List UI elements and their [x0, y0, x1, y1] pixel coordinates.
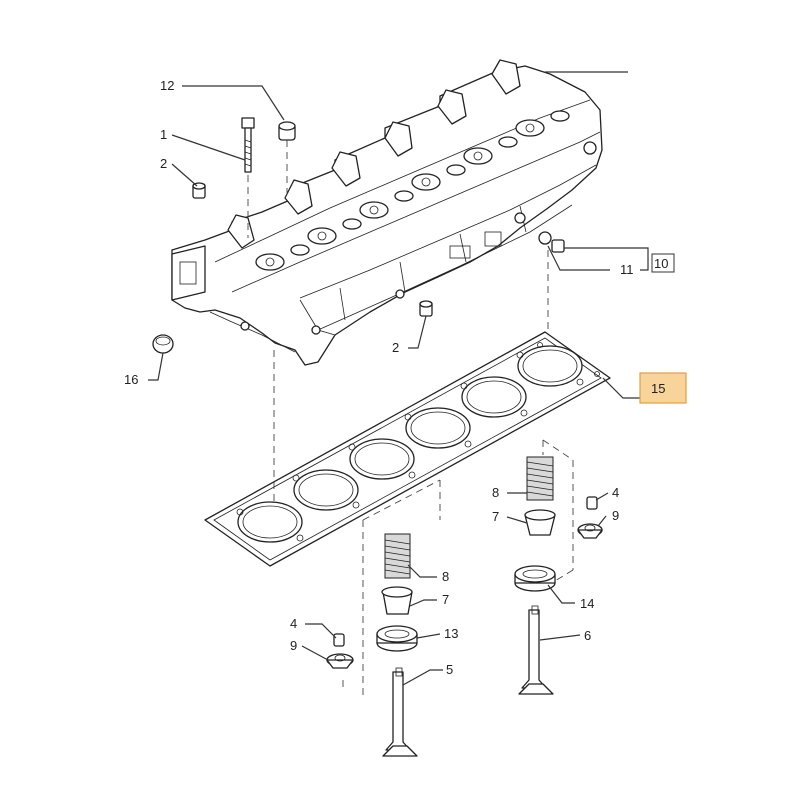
callout-2-bottom[interactable]: 2 [392, 340, 399, 355]
plug-16 [152, 334, 174, 354]
lock-4-left [333, 633, 345, 647]
callout-15-highlight[interactable] [639, 372, 687, 404]
callout-4-right[interactable]: 4 [612, 485, 619, 500]
valve-seal-14 [514, 565, 556, 592]
valve-spring-right [526, 456, 554, 501]
callout-16[interactable]: 16 [124, 372, 138, 387]
callout-4-left[interactable]: 4 [290, 616, 297, 631]
spring-seat-left [381, 586, 413, 615]
callout-13[interactable]: 13 [444, 626, 458, 641]
retainer-9-left [326, 653, 354, 669]
callout-10-box [651, 253, 675, 273]
callout-7-right[interactable]: 7 [492, 509, 499, 524]
callout-6[interactable]: 6 [584, 628, 591, 643]
spring-seat-right [524, 509, 556, 536]
cylinder-head [171, 59, 603, 366]
retainer-9-right [577, 523, 603, 539]
callout-2-top[interactable]: 2 [160, 156, 167, 171]
callout-14[interactable]: 14 [580, 596, 594, 611]
leader-lines [148, 71, 649, 686]
assembly-axes [247, 140, 574, 700]
callout-1[interactable]: 1 [160, 127, 167, 142]
callout-5[interactable]: 5 [446, 662, 453, 677]
callout-15[interactable]: 15 [651, 381, 665, 396]
callout-11[interactable]: 11 [620, 262, 634, 277]
valve-6 [518, 605, 554, 695]
valve-spring-left [384, 533, 411, 579]
head-gasket [204, 331, 611, 567]
callout-12[interactable]: 12 [160, 78, 174, 93]
callout-8-right[interactable]: 8 [492, 485, 499, 500]
fitting-11 [538, 231, 565, 253]
callout-9-left[interactable]: 9 [290, 638, 297, 653]
callout-10[interactable]: 10 [654, 256, 668, 271]
valve-5 [382, 667, 418, 757]
callout-9-right[interactable]: 9 [612, 508, 619, 523]
cylinder-head-bolt [241, 117, 255, 173]
callout-7-left[interactable]: 7 [442, 592, 449, 607]
plug-12 [278, 121, 296, 141]
lock-4-right [586, 496, 598, 510]
callout-8-left[interactable]: 8 [442, 569, 449, 584]
dowel-2-top [192, 182, 206, 199]
callout-labels: 12 1 2 2 16 11 10 15 8 7 4 9 14 6 8 7 13… [124, 78, 668, 677]
valve-seal-13 [376, 625, 418, 652]
dowel-2-bottom [419, 300, 433, 317]
